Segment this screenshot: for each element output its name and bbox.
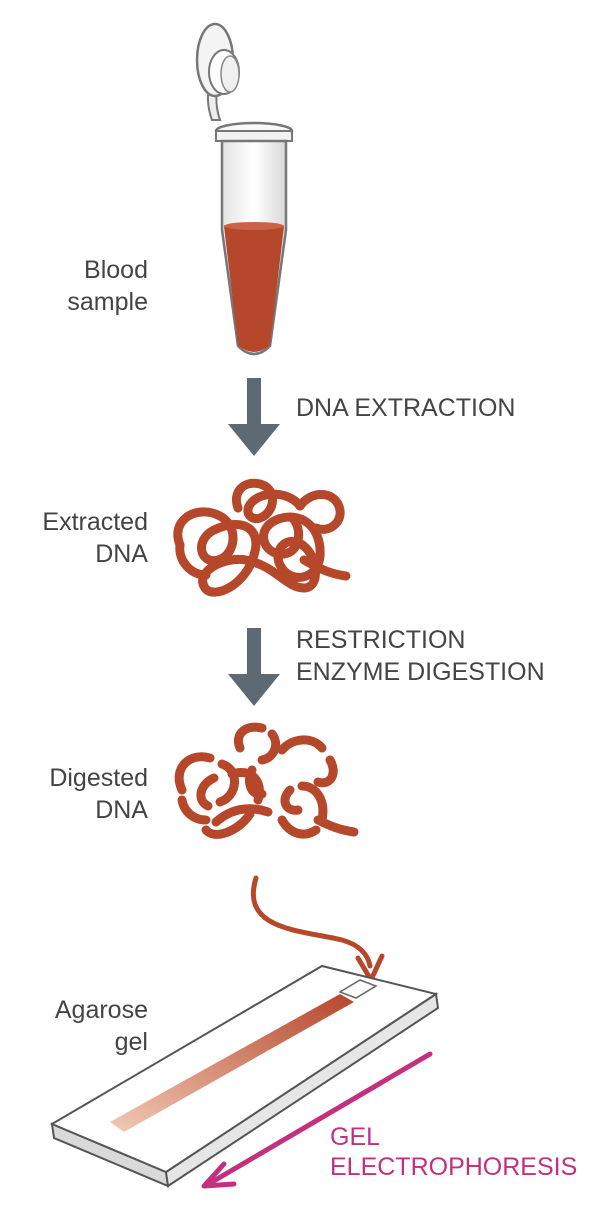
- step-line: ENZYME DIGESTION: [296, 658, 545, 686]
- label-agarose-gel: Agarose gel: [20, 994, 148, 1058]
- label-blood-sample: Blood sample: [30, 254, 148, 318]
- step-line: GEL: [330, 1123, 381, 1151]
- transfer-arrow-icon: [251, 875, 385, 983]
- label-line: DNA: [95, 540, 148, 568]
- label-extracted-dna: Extracted DNA: [10, 506, 148, 570]
- label-line: Digested: [49, 764, 148, 792]
- label-line: Blood: [84, 256, 148, 284]
- label-line: DNA: [95, 796, 148, 824]
- step-line: ELECTROPHORESIS: [330, 1153, 578, 1181]
- gel-tray-icon: [49, 964, 440, 1188]
- step-line: DNA EXTRACTION: [296, 394, 516, 422]
- step-dna-extraction: DNA EXTRACTION: [296, 392, 515, 424]
- down-arrow-icon: [228, 628, 280, 706]
- microcentrifuge-tube-icon: [195, 22, 294, 356]
- label-line: Agarose: [54, 996, 148, 1024]
- step-line: RESTRICTION: [296, 626, 466, 654]
- label-line: gel: [114, 1028, 148, 1056]
- label-line: Extracted: [42, 508, 148, 536]
- step-restriction-digestion: RESTRICTION ENZYME DIGESTION: [296, 624, 545, 688]
- step-gel-electrophoresis: GEL ELECTROPHORESIS: [330, 1122, 577, 1182]
- down-arrow-icon: [228, 378, 280, 456]
- label-line: sample: [67, 288, 148, 316]
- extracted-dna-icon: [173, 478, 351, 597]
- label-digested-dna: Digested DNA: [10, 762, 148, 826]
- digested-dna-icon: [174, 722, 359, 839]
- electrophoresis-arrow-icon: [201, 1051, 433, 1189]
